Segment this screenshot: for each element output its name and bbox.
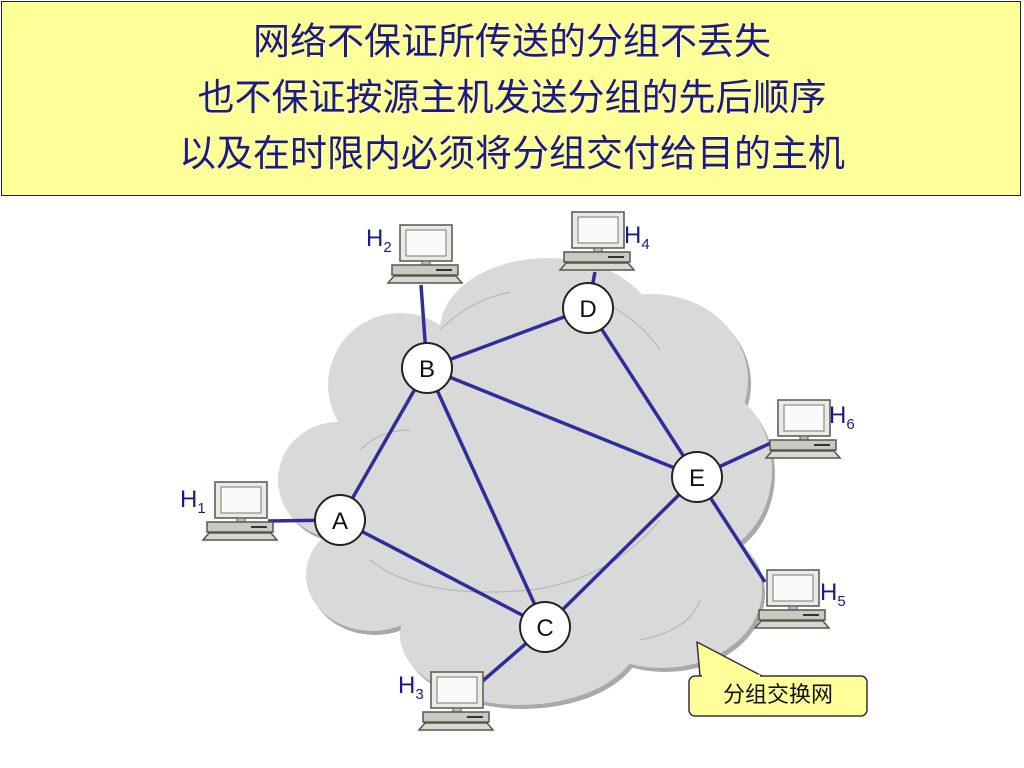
node-e-label: E: [689, 465, 705, 492]
host-h5-computer-icon: [754, 569, 830, 629]
host-h5-label: H5: [820, 579, 846, 610]
host-h1-label: H1: [180, 486, 206, 517]
link-a-b: [338, 367, 429, 521]
host-h3-label: H3: [398, 672, 424, 703]
node-d-label: D: [579, 296, 596, 323]
title-line-1: 网络不保证所传送的分组不丢失: [253, 20, 771, 63]
link-b-e: [426, 366, 698, 479]
node-b-label: B: [419, 356, 435, 383]
host-h4-label: H4: [624, 222, 650, 253]
host-h2-label: H2: [366, 225, 392, 256]
node-e: E: [671, 451, 723, 503]
node-c: C: [519, 601, 571, 653]
host-h6-label: H6: [829, 402, 855, 433]
host-h2-computer-icon: [387, 224, 463, 284]
node-b: B: [401, 342, 453, 394]
link-a-c: [339, 518, 546, 629]
network-callout: [688, 641, 868, 717]
link-b-c: [425, 367, 547, 628]
node-a: A: [314, 494, 366, 546]
links: [267, 271, 774, 687]
host-h4-computer-icon: [559, 211, 635, 271]
node-a-label: A: [332, 508, 348, 535]
link-d-e: [586, 307, 699, 478]
node-d: D: [562, 282, 614, 334]
link-c-e: [543, 475, 699, 629]
node-c-label: C: [536, 615, 553, 642]
title-box: 网络不保证所传送的分组不丢失 也不保证按源主机发送分组的先后顺序 以及在时限内必…: [1, 1, 1021, 196]
title-line-3: 以及在时限内必须将分组交付给目的主机: [179, 132, 845, 175]
link-b-d: [426, 306, 589, 370]
title-line-2: 也不保证按源主机发送分组的先后顺序: [197, 76, 827, 119]
network-callout-label: 分组交换网: [722, 683, 833, 708]
host-h1-computer-icon: [202, 481, 278, 541]
